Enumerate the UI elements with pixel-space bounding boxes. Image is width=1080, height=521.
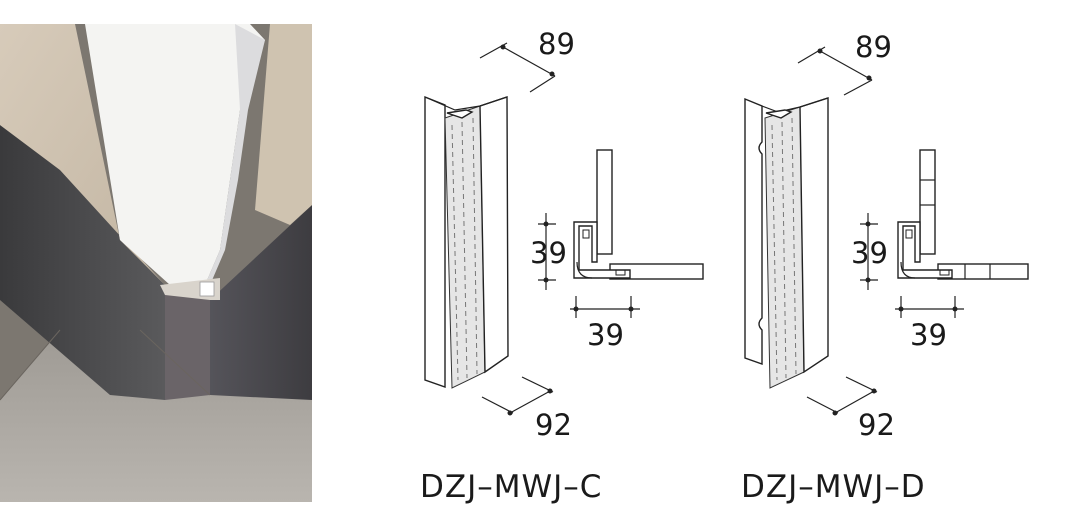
trim-front-face xyxy=(444,105,486,389)
trim-right-face xyxy=(799,97,829,374)
corner-trim-photo xyxy=(0,24,312,502)
product-c-section-height: 39 xyxy=(530,236,567,270)
product-c-dim-bottom: 92 xyxy=(535,408,572,442)
product-d-diagram: 89 92 39 xyxy=(741,30,1029,505)
section-vertical-panel xyxy=(919,149,936,255)
dim-line xyxy=(529,75,556,93)
dim-line xyxy=(502,46,556,77)
product-c-section-width: 39 xyxy=(587,318,624,352)
trim-left-face xyxy=(424,95,446,388)
product-c-diagram: 89 92 39 39 DZJ–MWJ–C xyxy=(420,27,704,505)
trim-front-face xyxy=(764,106,805,389)
product-d-section-height: 39 xyxy=(851,236,888,270)
section-vertical-panel xyxy=(596,149,613,255)
product-d-model-label: DZJ–MWJ–D xyxy=(741,469,926,505)
product-d-section-width: 39 xyxy=(910,318,947,352)
product-d-dim-top: 89 xyxy=(855,30,892,64)
trim-left-flange xyxy=(744,97,763,365)
product-d-dim-bottom: 92 xyxy=(858,408,895,442)
product-c-model-label: DZJ–MWJ–C xyxy=(420,469,602,505)
trim-right-face xyxy=(479,96,509,374)
product-c-dim-top: 89 xyxy=(538,27,575,61)
